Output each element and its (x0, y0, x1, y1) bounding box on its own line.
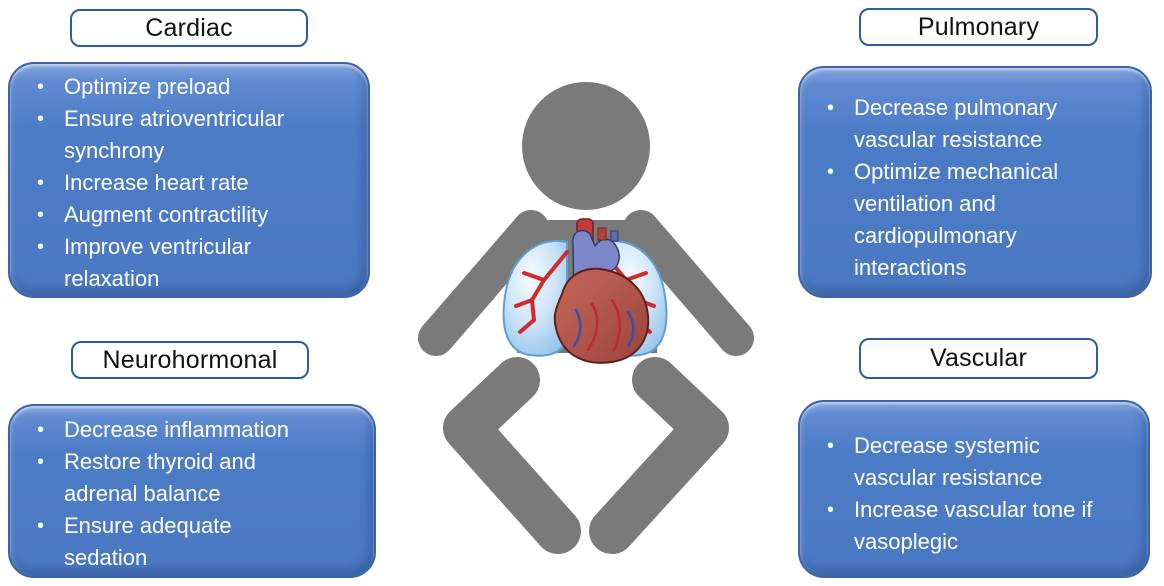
bullet-item: Optimize mechanical ventilation and card… (800, 156, 1094, 284)
bullet-item: Improve ventricular relaxation (10, 231, 326, 295)
bullet-item: Augment contractility (10, 199, 326, 231)
right-leg (589, 357, 729, 554)
vascular-title-box: Vascular (859, 338, 1098, 379)
vascular-title-label: Vascular (929, 344, 1027, 372)
cardiac-title-box: Cardiac (70, 9, 308, 47)
heart-lungs-illustration (502, 218, 668, 364)
bullet-item: Ensure adequate sedation (10, 510, 304, 574)
bullet-item: Ensure atrioventricular synchrony (10, 103, 326, 167)
infant-figure-svg (418, 82, 754, 554)
neurohormonal-title-label: Neurohormonal (102, 345, 278, 374)
left-arm (418, 210, 549, 356)
pulmonary-bullet-list: Decrease pulmonary vascular resistanceOp… (800, 92, 1150, 284)
neurohormonal-panel: Decrease inflammationRestore thyroid and… (8, 404, 376, 578)
neurohormonal-bullet-list: Decrease inflammationRestore thyroid and… (10, 414, 374, 574)
vascular-panel: Decrease systemic vascular resistanceInc… (798, 400, 1150, 578)
bullet-item: Decrease systemic vascular resistance (800, 430, 1116, 494)
bullet-item: Increase heart rate (10, 167, 326, 199)
left-leg (443, 357, 581, 554)
bullet-item: Optimize preload (10, 71, 326, 103)
pulmonary-title-label: Pulmonary (917, 12, 1040, 41)
bullet-item: Decrease inflammation (10, 414, 304, 446)
vessel-stub-blue (610, 230, 619, 242)
bullet-item: Increase vascular tone if vasoplegic (800, 494, 1116, 558)
pulmonary-title-box: Pulmonary (859, 8, 1098, 46)
cardiac-title-label: Cardiac (145, 13, 233, 42)
cardiac-panel: Optimize preloadEnsure atrioventricular … (8, 62, 370, 298)
infant-figure (410, 70, 760, 562)
coronary-arteries (586, 298, 621, 352)
vascular-bullet-list: Decrease systemic vascular resistanceInc… (800, 430, 1148, 558)
pulmonary-panel: Decrease pulmonary vascular resistanceOp… (798, 66, 1152, 298)
cardiac-bullet-list: Optimize preloadEnsure atrioventricular … (10, 71, 368, 295)
coronary-veins (572, 308, 635, 348)
bullet-item: Decrease pulmonary vascular resistance (800, 92, 1094, 156)
neurohormonal-title-box: Neurohormonal (71, 341, 309, 379)
head (522, 82, 650, 210)
bullet-item: Restore thyroid and adrenal balance (10, 446, 304, 510)
vessel-stub-red (597, 227, 607, 241)
